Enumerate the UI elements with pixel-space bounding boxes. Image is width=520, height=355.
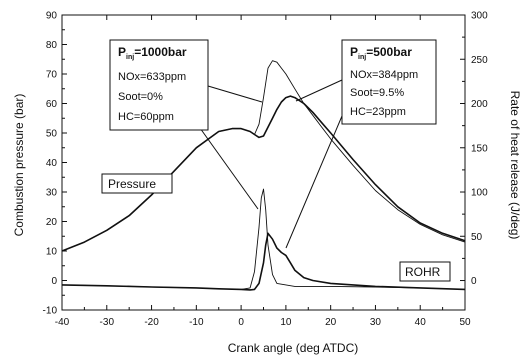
boxed-label-rohr: ROHR <box>399 261 451 282</box>
y-right-tick-label: 50 <box>471 232 483 243</box>
annotation-pinj-1000: Pinj=1000bar NOx=633ppm Soot=0% HC=60ppm <box>109 39 209 131</box>
annotation-500-nox: NOx=384ppm <box>350 69 418 81</box>
y-right-tick-label: 300 <box>471 11 488 22</box>
boxed-label-pressure: Pressure <box>101 173 173 194</box>
annotation-pinj-500: Pinj=500bar NOx=384ppm Soot=9.5% HC=23pp… <box>341 39 437 125</box>
y-right-tick-label: 200 <box>471 99 488 110</box>
annotation-title-500: Pinj=500bar <box>350 45 412 61</box>
rohr-label: ROHR <box>405 265 441 279</box>
x-tick-label: 10 <box>280 317 292 328</box>
pressure-label: Pressure <box>108 177 156 191</box>
pointer-500-rohr <box>285 115 343 249</box>
rohr-label-box <box>399 261 451 282</box>
y-left-tick-label: 50 <box>46 129 58 140</box>
annotation-box-500 <box>341 39 437 125</box>
y-left-tick-label: 80 <box>46 40 58 51</box>
x-tick-label: 20 <box>325 317 337 328</box>
y-left-tick-label: 70 <box>46 70 58 81</box>
y-right-tick-label: 150 <box>471 143 488 154</box>
annotation-pointers <box>199 79 343 249</box>
y-left-tick-label: 30 <box>46 188 58 199</box>
y-left-tick-label: 40 <box>46 158 58 169</box>
series-line-3 <box>61 232 466 291</box>
annotation-1000-hc: HC=60ppm <box>118 111 174 123</box>
pressure-label-box <box>101 173 173 194</box>
x-tick-label: 30 <box>370 317 382 328</box>
series-line-1 <box>61 95 466 252</box>
annotation-title-1000: Pinj=1000bar <box>118 45 187 61</box>
pointer-1000-pressure <box>207 85 263 103</box>
pointer-500-pressure <box>295 79 343 102</box>
y-left-tick-label: 90 <box>46 11 58 22</box>
x-tick-label: 40 <box>415 317 427 328</box>
axes-layer: -40 -30 -20 -10 0 10 20 30 40 50 -10 0 10 20 30 40 50 60 7… <box>43 11 489 329</box>
x-tick-label: -10 <box>189 317 204 328</box>
annotation-box-1000 <box>109 39 209 131</box>
annotation-500-hc: HC=23ppm <box>350 106 406 118</box>
y-axis-right-label: Rate of heat release (J/deg) <box>508 91 520 240</box>
pointer-1000-rohr <box>199 127 259 210</box>
y-left-tick-label: 10 <box>46 247 58 258</box>
y-right-tick-label: 0 <box>471 276 477 287</box>
x-tick-label: -30 <box>100 317 115 328</box>
x-tick-label: -40 <box>55 317 70 328</box>
y-left-tick-label: -10 <box>43 306 58 317</box>
x-tick-label: 50 <box>459 317 471 328</box>
annotation-500-soot: Soot=9.5% <box>350 87 404 99</box>
y-axis-left-label: Combustion pressure (bar) <box>12 94 26 237</box>
y-left-tick-label: 20 <box>46 217 58 228</box>
x-tick-label: -20 <box>144 317 159 328</box>
annotation-1000-nox: NOx=633ppm <box>118 71 186 83</box>
x-tick-label: 0 <box>238 317 244 328</box>
y-left-tick-label: 0 <box>51 276 57 287</box>
y-right-tick-label: 250 <box>471 55 488 66</box>
y-right-tick-label: 100 <box>471 188 488 199</box>
x-axis-label: Crank angle (deg ATDC) <box>228 341 359 355</box>
y-left-tick-label: 60 <box>46 99 58 110</box>
annotation-1000-soot: Soot=0% <box>118 91 163 103</box>
